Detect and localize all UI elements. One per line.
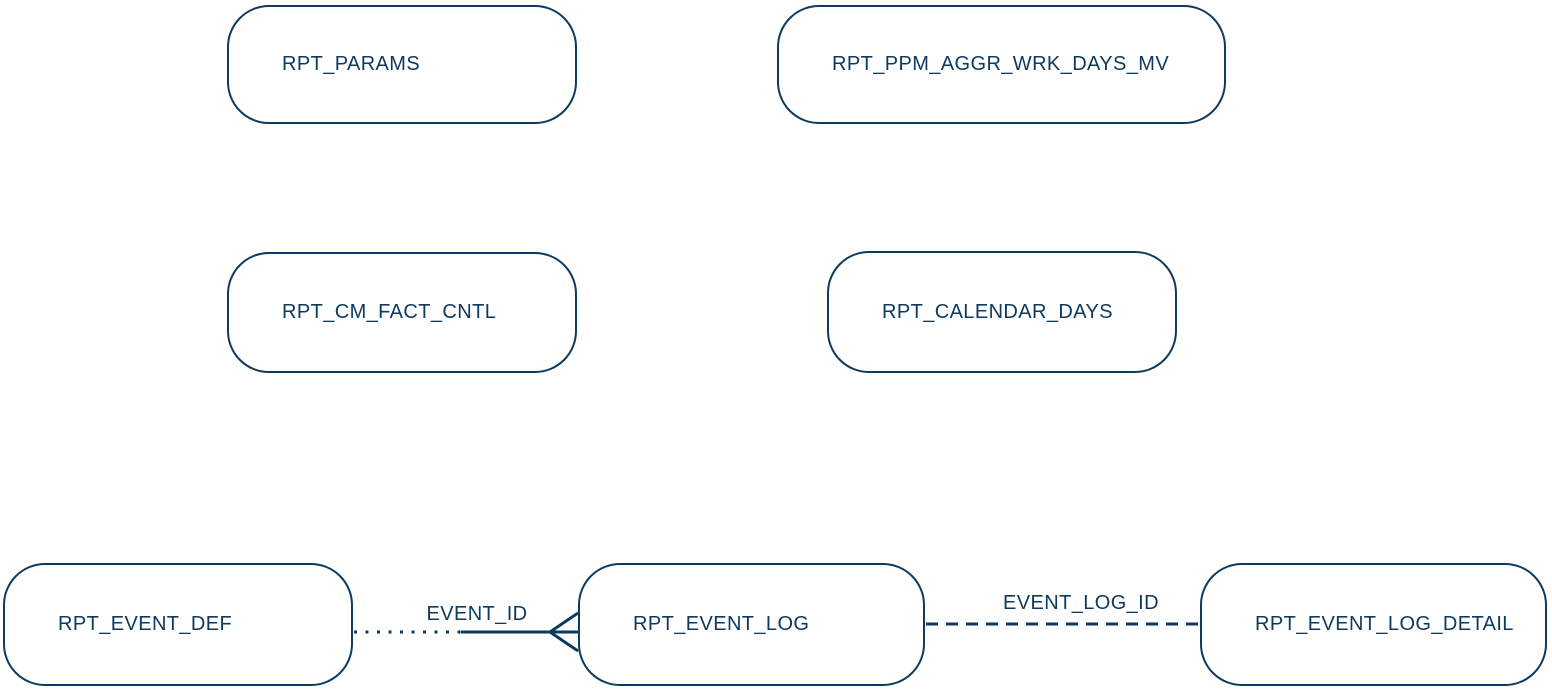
entity-rpt-event-log-detail-label: RPT_EVENT_LOG_DETAIL bbox=[1255, 613, 1514, 635]
entity-rpt-event-def[interactable]: RPT_EVENT_DEF bbox=[3, 563, 353, 686]
crows-foot-many-icon[interactable] bbox=[547, 611, 579, 653]
entity-rpt-cm-fact-cntl-label: RPT_CM_FACT_CNTL bbox=[282, 301, 497, 323]
entity-rpt-event-log-detail[interactable]: RPT_EVENT_LOG_DETAIL bbox=[1200, 563, 1547, 686]
entity-rpt-params-label: RPT_PARAMS bbox=[282, 53, 421, 75]
entity-rpt-calendar-days-label: RPT_CALENDAR_DAYS bbox=[882, 300, 1113, 323]
entity-rpt-event-log-label: RPT_EVENT_LOG bbox=[633, 613, 810, 635]
entity-rpt-event-log[interactable]: RPT_EVENT_LOG bbox=[578, 563, 925, 686]
entity-rpt-calendar-days[interactable]: RPT_CALENDAR_DAYS bbox=[827, 251, 1177, 373]
relationship-label-event-id: EVENT_ID bbox=[426, 603, 528, 625]
relationship-label-event-log-id: EVENT_LOG_ID bbox=[1003, 592, 1159, 614]
entity-rpt-event-def-label: RPT_EVENT_DEF bbox=[58, 613, 233, 635]
entity-rpt-ppm-aggr-wrk-days-mv-label: RPT_PPM_AGGR_WRK_DAYS_MV bbox=[832, 53, 1170, 75]
entity-rpt-params[interactable]: RPT_PARAMS bbox=[227, 5, 577, 124]
entity-rpt-cm-fact-cntl[interactable]: RPT_CM_FACT_CNTL bbox=[227, 252, 577, 373]
entity-rpt-ppm-aggr-wrk-days-mv[interactable]: RPT_PPM_AGGR_WRK_DAYS_MV bbox=[777, 5, 1226, 124]
